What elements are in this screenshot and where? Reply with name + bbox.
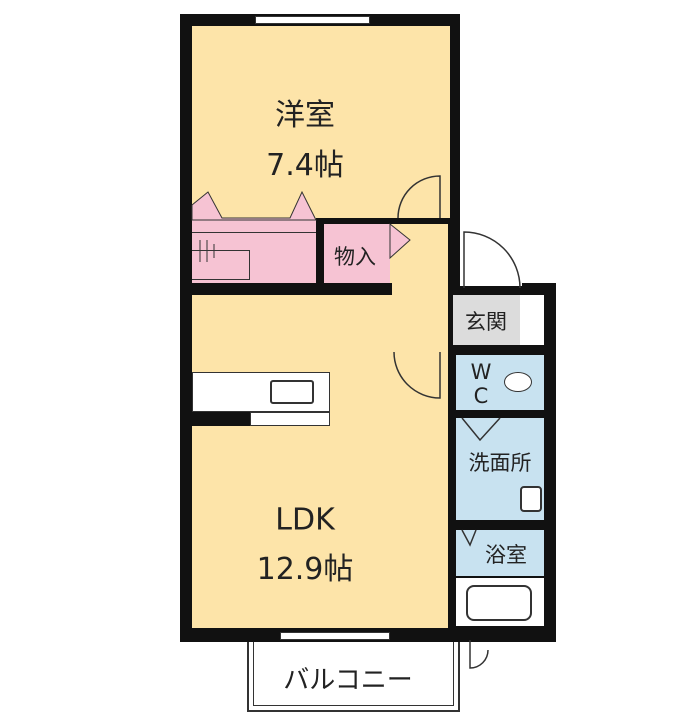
kitchen-shelf <box>250 412 330 426</box>
entry-door-arc <box>463 231 521 289</box>
wash-basin <box>520 486 542 512</box>
room-door-arc <box>397 175 441 219</box>
closet <box>192 220 316 283</box>
storage <box>324 224 390 283</box>
kitchen-wall <box>180 412 250 426</box>
western-room-size: 7.4帖 <box>266 148 344 183</box>
toilet <box>504 372 532 392</box>
western-room <box>192 26 450 220</box>
bathroom-door-mark <box>461 529 477 547</box>
ldk-door-arc <box>393 351 441 399</box>
washroom-door-arc <box>461 417 501 442</box>
entrance <box>453 295 520 345</box>
ldk-top-wall <box>180 283 390 295</box>
shoe-box <box>520 295 544 345</box>
kitchen-sink <box>270 380 314 404</box>
western-room-window <box>255 16 370 24</box>
washroom-label: 洗面所 <box>468 451 532 475</box>
balcony <box>247 642 460 712</box>
closet-wall <box>316 218 324 288</box>
western-room-name: 洋室 <box>275 98 335 133</box>
balcony-label: バルコニー <box>283 665 413 696</box>
storage-label: 物入 <box>334 245 376 269</box>
wc-label-w: W <box>470 360 492 384</box>
ldk-window <box>280 632 390 640</box>
entrance-label: 玄関 <box>465 310 507 334</box>
exterior-door-mark <box>469 640 489 669</box>
storage-arrow <box>389 222 411 260</box>
ldk-hall-opening <box>392 345 448 365</box>
balcony-inner-rail <box>253 642 454 706</box>
ldk-size: 12.9帖 <box>256 552 354 587</box>
bathtub <box>466 585 532 621</box>
bathroom-label: 浴室 <box>485 543 527 567</box>
closet-divider <box>192 232 316 233</box>
closet-top-wall <box>316 218 450 224</box>
ldk-name: LDK <box>275 502 335 538</box>
entry-door-area <box>460 228 522 286</box>
closet-door-shape <box>191 190 317 221</box>
closet-shelf <box>192 250 250 280</box>
wc-label-c: C <box>473 384 489 408</box>
bathroom <box>456 530 544 576</box>
